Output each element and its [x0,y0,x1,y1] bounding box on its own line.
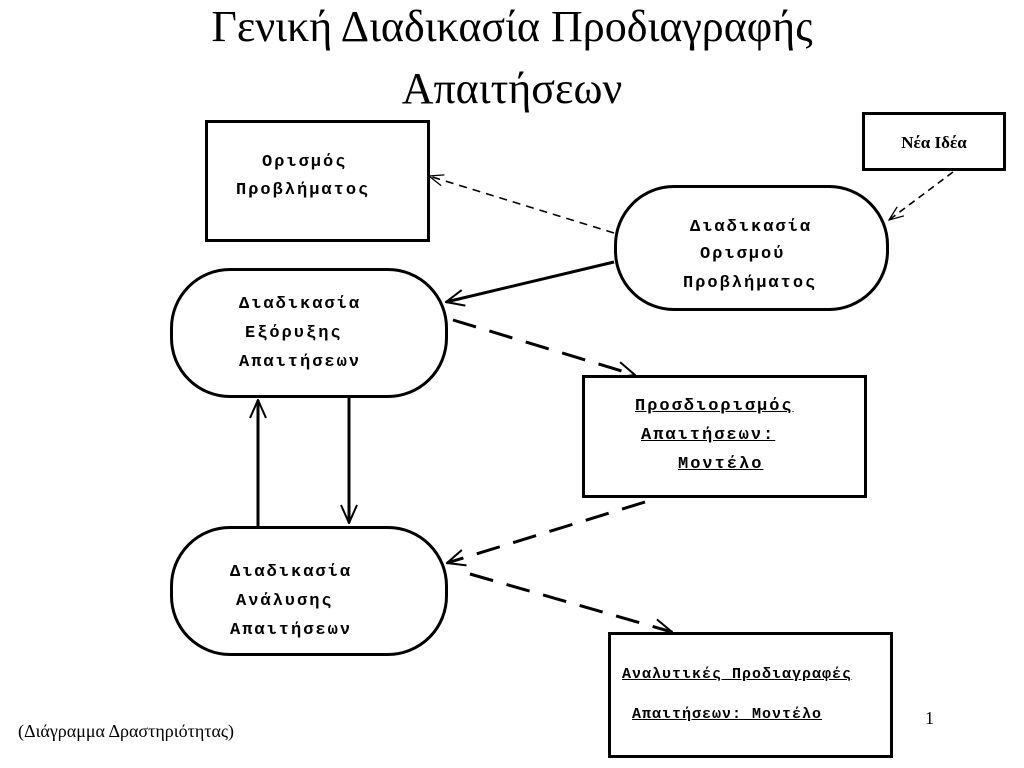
arrow-process-to-problem-definition [429,176,615,234]
analytic-spec-line-2: Απαιτήσεων: Μοντέλο [632,706,823,723]
title-line-1: Γενική Διαδικασία Προδιαγραφής [211,2,813,51]
problem-definition-process-line-1: Διαδικασία [690,218,813,237]
analytic-spec-box: Αναλυτικές Προδιαγραφές Απαιτήσεων: Μοντ… [608,632,893,758]
problem-definition-box: Ορισμός Προβλήματος [205,120,430,242]
arrow-requirements-model-to-analysis [447,500,646,563]
elicitation-process-line-1: Διαδικασία [239,295,362,314]
analysis-process-node: Διαδικασία Ανάλυσης Απαιτήσεων [170,526,448,656]
elicitation-process-node: Διαδικασία Εξόρυξης Απαιτήσεων [170,268,448,398]
arrow-new-idea-to-process [889,171,954,220]
requirements-model-line-2: Απαιτήσεων: [641,426,776,445]
arrow-elicitation-to-requirements-model [452,318,635,375]
analysis-process-line-1: Διαδικασία [230,563,353,582]
requirements-model-line-3: Μοντέλο [678,455,764,474]
analytic-spec-line-1: Αναλυτικές Προδιαγραφές [622,666,853,683]
requirements-model-box: Προσδιορισμός Απαιτήσεων: Μοντέλο [582,375,867,498]
arrow-process-to-elicitation [446,260,615,302]
title-line-2: Απαιτήσεων [401,64,623,113]
analysis-process-line-2: Ανάλυσης [236,592,334,611]
problem-definition-line-1: Ορισμός [262,153,348,172]
arrow-analysis-to-analytic-spec [469,572,672,632]
diagram-caption: (Διάγραμμα Δραστηριότητας) [18,721,235,741]
new-idea-box: Νέα Ιδέα [862,112,1006,171]
elicitation-process-line-3: Απαιτήσεων [239,353,362,372]
problem-definition-line-2: Προβλήματος [236,181,371,200]
problem-definition-process-node: Διαδικασία Ορισμού Προβλήματος [614,185,889,311]
elicitation-process-line-2: Εξόρυξης [245,324,343,343]
problem-definition-process-line-2: Ορισμού [700,245,786,264]
analysis-process-line-3: Απαιτήσεων [230,621,353,640]
requirements-model-line-1: Προσδιορισμός [635,397,794,416]
problem-definition-process-line-3: Προβλήματος [683,274,818,293]
new-idea-label: Νέα Ιδέα [901,133,967,152]
page-number: 1 [925,708,934,728]
